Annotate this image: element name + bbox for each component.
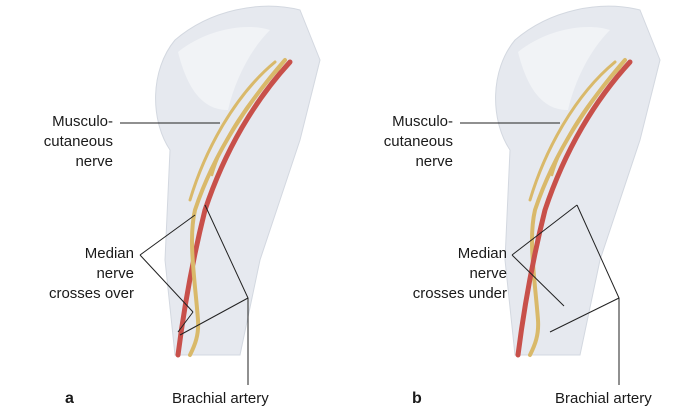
median-nerve-label: Median nerve crosses under	[413, 244, 507, 304]
arm-illustration-b	[340, 0, 680, 412]
brachial-artery-label: Brachial artery	[172, 389, 269, 409]
median-nerve-label: Median nerve crosses over	[49, 244, 134, 304]
panel-letter-b: b	[412, 390, 422, 408]
arm-illustration-a	[0, 0, 340, 412]
musculocutaneous-label: Musculo- cutaneous nerve	[44, 112, 113, 172]
musculocutaneous-label: Musculo- cutaneous nerve	[384, 112, 453, 172]
panel-b: Musculo- cutaneous nerve Median nerve cr…	[340, 0, 680, 412]
panel-letter-a: a	[65, 390, 74, 408]
panel-a: Musculo- cutaneous nerve Median nerve cr…	[0, 0, 340, 412]
brachial-artery-label: Brachial artery	[555, 389, 652, 409]
